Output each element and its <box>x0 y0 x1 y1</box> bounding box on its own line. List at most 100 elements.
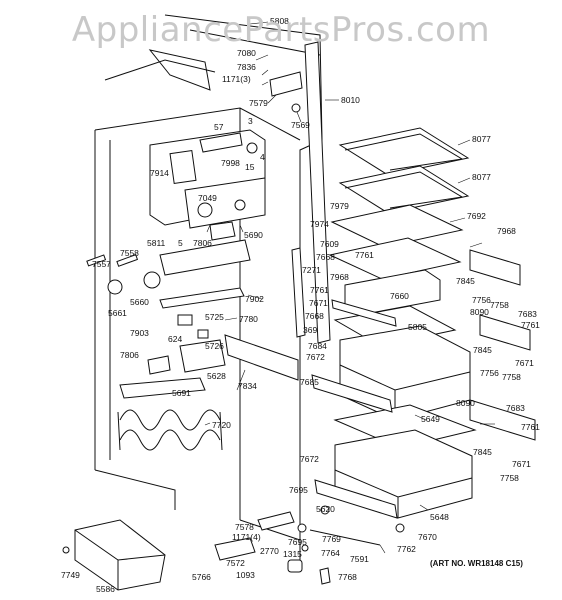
glass-shelves <box>328 127 470 347</box>
part-label: 7836 <box>237 62 256 72</box>
part-label: 7683 <box>518 309 537 319</box>
part-label: 7695 <box>289 485 308 495</box>
cabinet-liner <box>94 14 323 560</box>
small-parts-left <box>86 239 299 399</box>
part-label: 7049 <box>198 193 217 203</box>
part-label: 5628 <box>207 371 226 381</box>
part-label: 7758 <box>490 300 509 310</box>
part-label: 7761 <box>355 250 374 260</box>
part-label: 7979 <box>330 201 349 211</box>
part-label: 1315 <box>283 549 302 559</box>
part-label: 7557 <box>92 259 111 269</box>
part-label: 5660 <box>130 297 149 307</box>
part-label: 5586 <box>96 584 115 594</box>
part-label: 7762 <box>397 544 416 554</box>
part-label: 1171(4) <box>232 532 261 542</box>
part-label: 7968 <box>330 272 349 282</box>
part-label: 7591 <box>350 554 369 564</box>
part-label: 7720 <box>212 420 231 430</box>
part-label: 7684 <box>308 341 327 351</box>
part-label: 7761 <box>521 320 540 330</box>
part-label: 7845 <box>473 447 492 457</box>
part-label: 7758 <box>500 473 519 483</box>
part-label: 7845 <box>473 345 492 355</box>
part-label: 7756 <box>480 368 499 378</box>
part-label: 5811 <box>147 238 166 248</box>
part-label: 5661 <box>108 308 127 318</box>
part-label: 5766 <box>192 572 211 582</box>
part-label: 7845 <box>456 276 475 286</box>
part-label: 7579 <box>249 98 268 108</box>
part-labels: 5808 7080 7836 1171(3) 7579 7569 8010 57… <box>61 16 540 594</box>
part-label: 7769 <box>322 534 341 544</box>
part-label: 7764 <box>321 548 340 558</box>
part-label: 4 <box>260 152 265 162</box>
part-label: 624 <box>168 334 182 344</box>
part-label: 7780 <box>239 314 258 324</box>
part-label: 7670 <box>418 532 437 542</box>
part-label: 7660 <box>390 291 409 301</box>
part-label: 5649 <box>421 414 440 424</box>
part-label: 7902 <box>245 294 264 304</box>
part-label: 7672 <box>300 454 319 464</box>
part-label: 7671 <box>309 298 328 308</box>
part-label: 7685 <box>300 377 319 387</box>
bottom-parts <box>62 505 405 591</box>
part-label: 5690 <box>244 230 263 240</box>
part-label: 7080 <box>237 48 256 58</box>
part-label: 5648 <box>430 512 449 522</box>
part-label: 8010 <box>341 95 360 105</box>
part-label: 7998 <box>221 158 240 168</box>
part-label: 7761 <box>521 422 540 432</box>
part-label: 7914 <box>150 168 169 178</box>
crisper-drawers <box>333 325 477 519</box>
part-label: 7756 <box>472 295 491 305</box>
part-label: 7834 <box>238 381 257 391</box>
part-label: 2770 <box>260 546 279 556</box>
art-number: (ART NO. WR18148 C15) <box>430 559 523 568</box>
part-label: 7668 <box>305 311 324 321</box>
part-label: 5805 <box>408 322 427 332</box>
part-label: 8090 <box>456 398 475 408</box>
part-label: 7758 <box>502 372 521 382</box>
heater-coil <box>117 409 223 451</box>
part-label: 5726 <box>205 341 224 351</box>
part-label: 57 <box>214 122 224 132</box>
part-label: 15 <box>245 162 255 172</box>
leader-lines <box>204 21 495 554</box>
part-label: 7672 <box>306 352 325 362</box>
part-label: 7749 <box>61 570 80 580</box>
part-label: 7768 <box>338 572 357 582</box>
part-label: 8077 <box>472 172 491 182</box>
part-label: 7271 <box>302 265 321 275</box>
part-label: 7558 <box>120 248 139 258</box>
part-label: 7695 <box>288 537 307 547</box>
part-label: 8077 <box>472 134 491 144</box>
part-label: 7569 <box>291 120 310 130</box>
vertical-trim <box>269 41 331 344</box>
part-label: 369 <box>303 325 317 335</box>
part-label: 3 <box>248 116 253 126</box>
part-label: 5691 <box>172 388 191 398</box>
part-label: 7974 <box>310 219 329 229</box>
part-label: 7578 <box>235 522 254 532</box>
part-label: 7692 <box>467 211 486 221</box>
part-label: 5 <box>178 238 183 248</box>
part-label: 7761 <box>310 285 329 295</box>
part-label: 7806 <box>120 350 139 360</box>
part-label: 1171(3) <box>222 74 251 84</box>
part-label: 7609 <box>320 239 339 249</box>
part-label: 7668 <box>316 252 335 262</box>
part-label: 7903 <box>130 328 149 338</box>
part-label: 7806 <box>193 238 212 248</box>
control-housing <box>149 129 266 241</box>
part-label: 8090 <box>470 307 489 317</box>
part-label: 7671 <box>512 459 531 469</box>
slide-rails <box>311 249 536 519</box>
part-label: 5620 <box>316 504 335 514</box>
part-label: 1093 <box>236 570 255 580</box>
part-label: 5808 <box>270 16 289 26</box>
part-label: 5725 <box>205 312 224 322</box>
